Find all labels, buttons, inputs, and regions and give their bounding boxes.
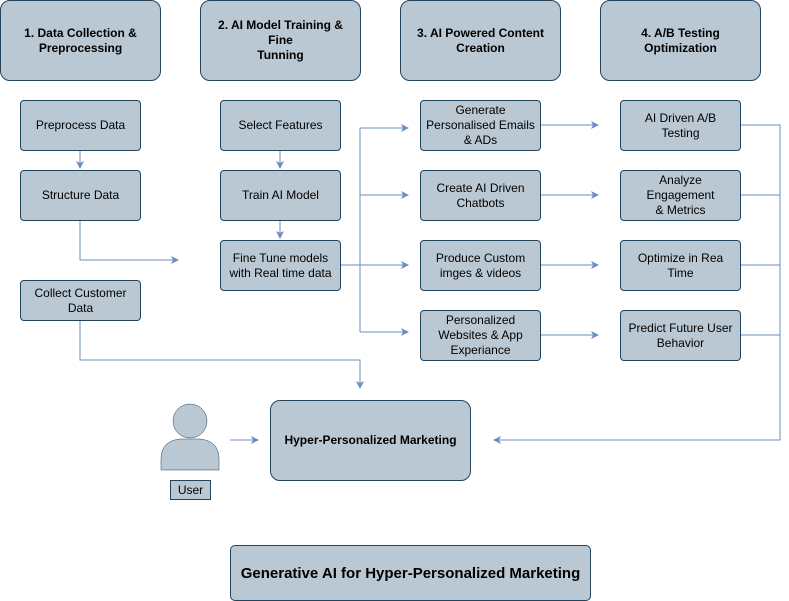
edge-collect-hub (79, 320, 364, 389)
phase-header-data-collection: 1. Data Collection & Preprocessing (0, 0, 161, 81)
node-personalized-websites: Personalized Websites & App Experiance (420, 310, 541, 361)
user-icon (160, 403, 220, 471)
node-select-features: Select Features (220, 100, 341, 151)
phase-header-content-creation: 3. AI Powered Content Creation (400, 0, 561, 81)
diagram-title: Generative AI for Hyper-Personalized Mar… (230, 545, 591, 601)
phase-header-ab-testing: 4. A/B Testing Optimization (600, 0, 761, 81)
node-structure-data: Structure Data (20, 170, 141, 221)
hub-hyper-personalized-marketing: Hyper-Personalized Marketing (270, 400, 471, 481)
node-ab-testing: AI Driven A/B Testing (620, 100, 741, 151)
phase-header-model-training: 2. AI Model Training & Fine Tunning (200, 0, 361, 81)
edge-structure-train (79, 220, 179, 264)
node-fine-tune-models: Fine Tune models with Real time data (220, 240, 341, 291)
edge-abtest-return (493, 124, 781, 444)
user-label: User (170, 480, 211, 500)
node-preprocess-data: Preprocess Data (20, 100, 141, 151)
node-train-ai-model: Train AI Model (220, 170, 341, 221)
node-optimize-real-time: Optimize in Rea Time (620, 240, 741, 291)
node-predict-behavior: Predict Future User Behavior (620, 310, 741, 361)
node-analyze-engagement: Analyze Engagement & Metrics (620, 170, 741, 221)
node-generate-emails-ads: Generate Personalised Emails & ADs (420, 100, 541, 151)
node-produce-media: Produce Custom imges & videos (420, 240, 541, 291)
node-create-chatbots: Create AI Driven Chatbots (420, 170, 541, 221)
node-collect-customer-data: Collect Customer Data (20, 280, 141, 321)
